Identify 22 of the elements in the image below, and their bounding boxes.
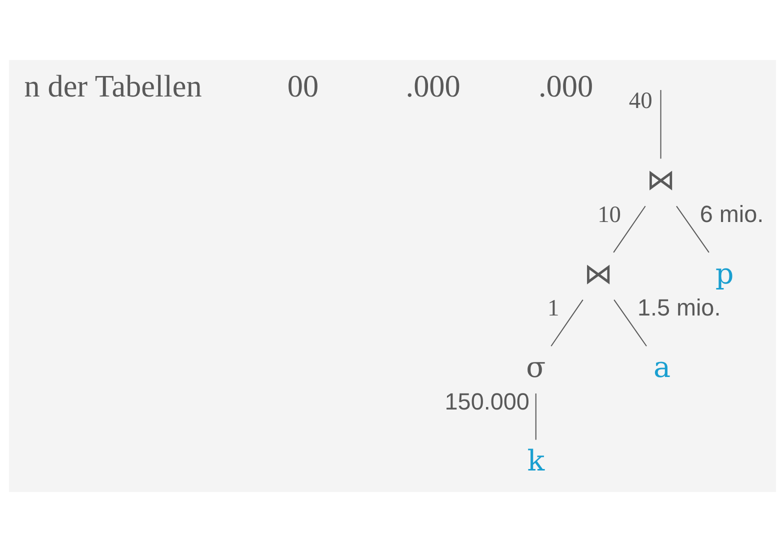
label: .000	[538, 68, 593, 104]
label: n der Tabellen	[24, 68, 202, 104]
node-text: ⋈	[646, 162, 675, 197]
connector	[613, 300, 646, 346]
connector	[660, 90, 661, 159]
connector	[612, 206, 646, 253]
edge-label: 1	[546, 296, 559, 322]
label: .000	[405, 68, 460, 104]
edge-label: 1.5 mio.	[636, 294, 720, 321]
connector	[676, 206, 709, 253]
node-text: k	[526, 444, 544, 478]
node-text: σ	[526, 350, 546, 384]
node-text: ⋈	[584, 256, 612, 290]
node-text: a	[653, 350, 670, 384]
edge-label: 40	[628, 88, 652, 114]
node-text: p	[714, 256, 734, 290]
connector	[550, 300, 583, 346]
connector	[534, 393, 536, 440]
edge-label: 150.000	[444, 388, 529, 414]
label: 00	[286, 68, 318, 104]
edge-label: 10	[597, 202, 620, 228]
edge-label: 6 mio.	[699, 201, 764, 228]
